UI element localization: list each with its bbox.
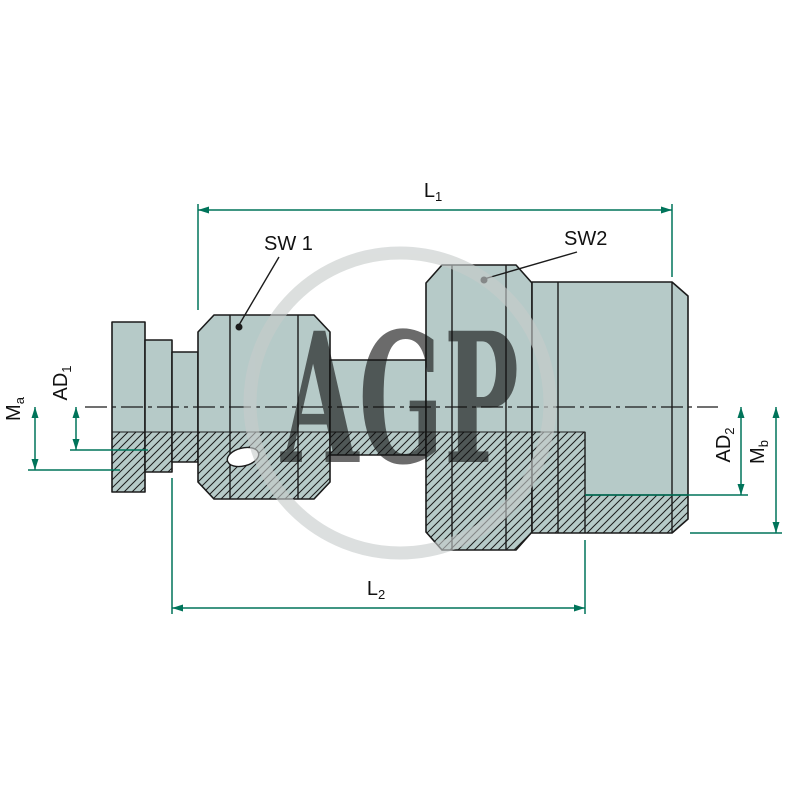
label-ma: Ma	[3, 396, 27, 421]
leader-sw1-dot	[235, 323, 243, 331]
dimension-ad2	[585, 407, 748, 496]
label-mb: Mb	[747, 440, 771, 464]
dimension-l1	[197, 204, 673, 310]
dimension-l2	[171, 478, 586, 614]
dimension-mb	[690, 407, 782, 534]
watermark-circle	[243, 246, 557, 560]
label-l1: L1	[424, 180, 442, 204]
label-ad1: AD1	[50, 365, 74, 400]
watermark: AGP	[243, 246, 557, 560]
label-l2: L2	[367, 578, 385, 602]
leader-sw1	[238, 256, 280, 326]
label-ad2: AD2	[713, 427, 737, 462]
dimension-lines	[28, 204, 782, 614]
label-sw1: SW 1	[264, 233, 313, 255]
label-sw2: SW2	[564, 228, 607, 250]
watermark-text: AGP	[280, 294, 519, 505]
dimension-arrowheads	[31, 206, 780, 612]
leader-sw2	[483, 251, 578, 280]
